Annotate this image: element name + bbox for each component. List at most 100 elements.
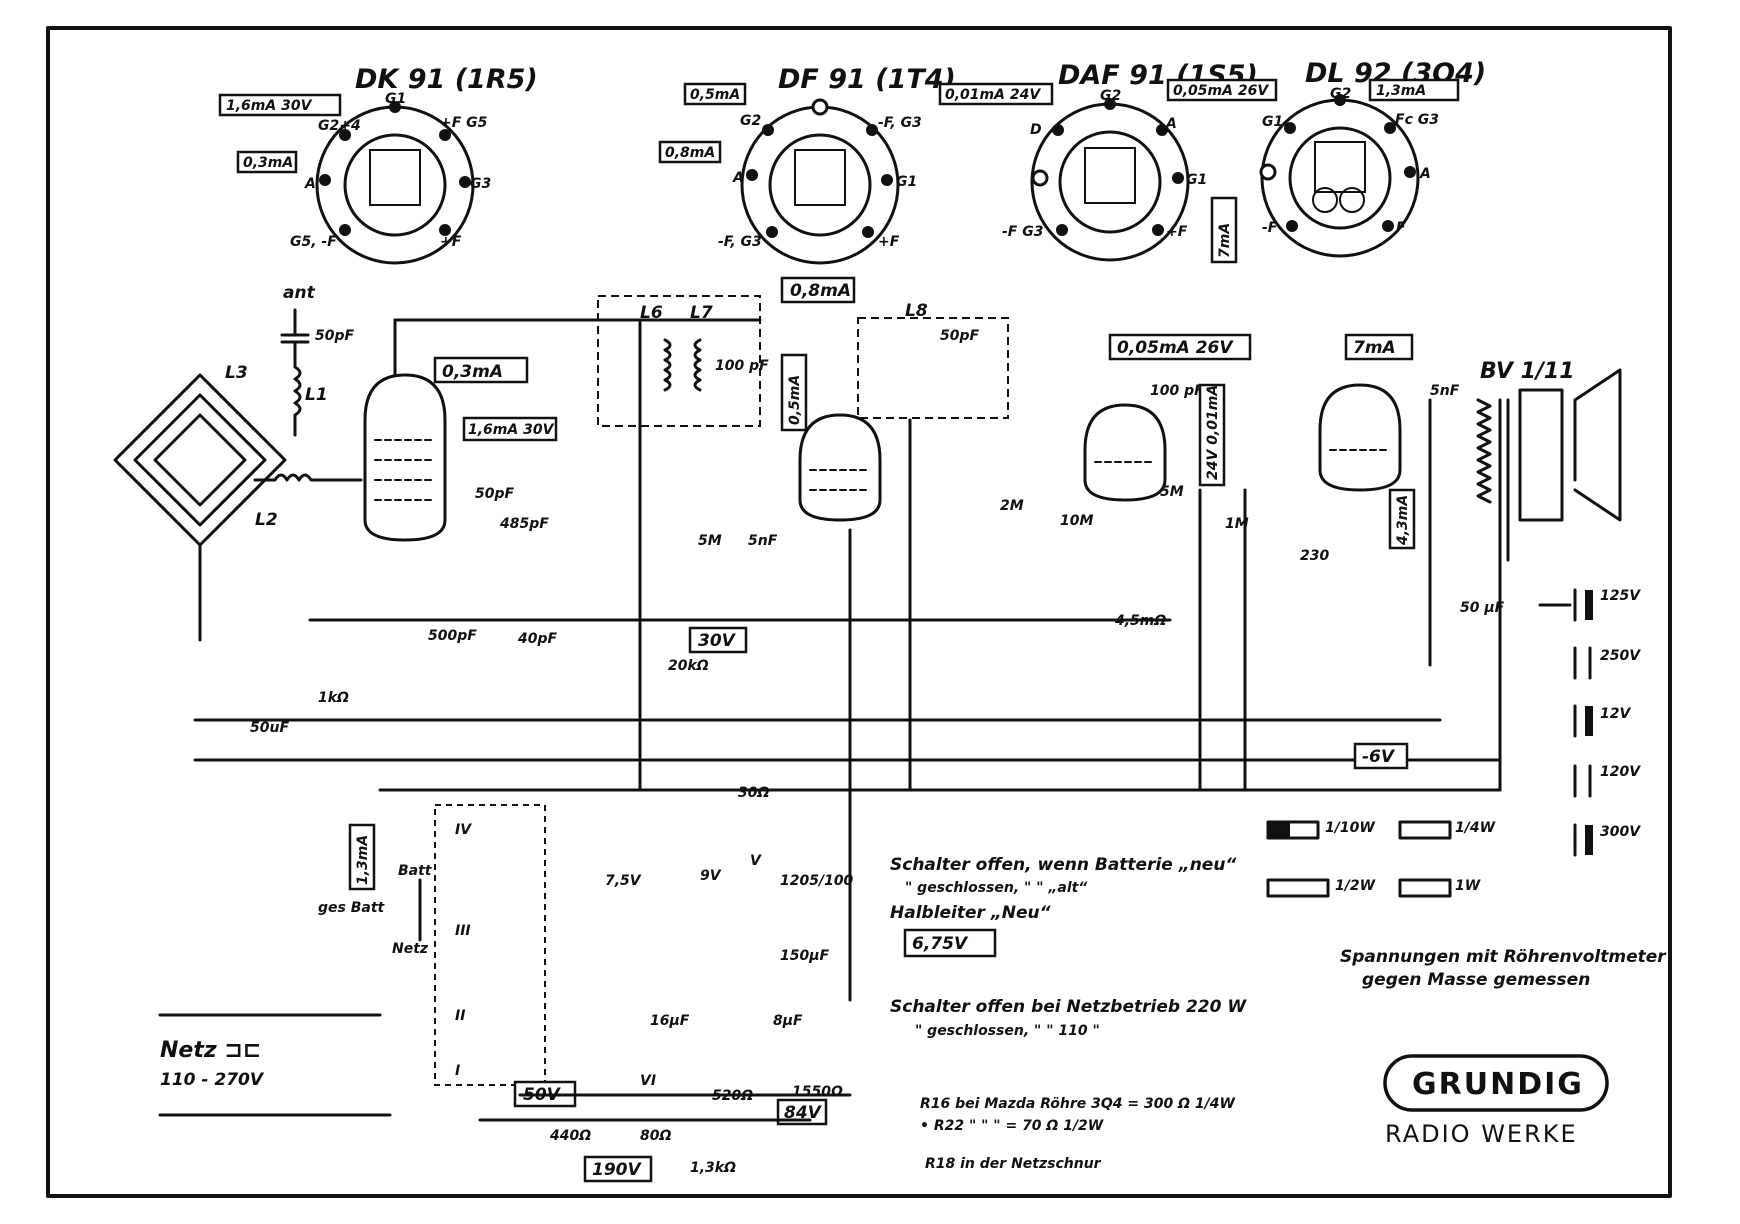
svg-text:+F G5: +F G5 bbox=[440, 115, 488, 131]
svg-text:Batt: Batt bbox=[398, 863, 433, 879]
tube-dl92-circuit bbox=[1318, 383, 1402, 492]
svg-text:300V: 300V bbox=[1600, 824, 1641, 840]
frame-antenna: L3 L2 bbox=[113, 363, 287, 642]
svg-text:1,6mA 30V: 1,6mA 30V bbox=[226, 98, 313, 114]
svg-text:-F: -F bbox=[1262, 220, 1278, 236]
svg-text:1,3kΩ: 1,3kΩ bbox=[690, 1160, 736, 1176]
svg-text:9V: 9V bbox=[700, 868, 722, 884]
svg-text:5M: 5M bbox=[1160, 484, 1184, 500]
svg-text:R16 bei Mazda Röhre 3Q4 = 300: R16 bei Mazda Röhre 3Q4 = 300 Ω 1/4W bbox=[920, 1096, 1235, 1112]
output-transformer-label: BV 1/11 bbox=[1480, 359, 1575, 384]
svg-text:" geschlossen, " " „alt“: " geschlossen, " " „alt“ bbox=[905, 880, 1088, 896]
svg-text:110 - 270V: 110 - 270V bbox=[160, 1070, 265, 1090]
svg-text:2M: 2M bbox=[1000, 498, 1024, 514]
svg-text:• R22 " " " = 70 Ω 1/2W: • R22 " " " = 70 Ω 1/2W bbox=[920, 1118, 1104, 1134]
svg-text:30Ω: 30Ω bbox=[738, 785, 769, 801]
svg-text:485pF: 485pF bbox=[499, 516, 549, 532]
svg-text:A: A bbox=[732, 170, 744, 186]
tube-daf91-circuit bbox=[1083, 403, 1167, 502]
svg-text:50uF: 50uF bbox=[250, 720, 289, 736]
svg-text:80Ω: 80Ω bbox=[640, 1128, 671, 1144]
svg-text:1205/100: 1205/100 bbox=[780, 873, 854, 889]
tube-dk91-circuit bbox=[363, 318, 447, 542]
svg-text:40pF: 40pF bbox=[517, 631, 558, 647]
svg-text:1W: 1W bbox=[1455, 878, 1481, 894]
svg-text:I: I bbox=[455, 1063, 460, 1079]
svg-text:L7: L7 bbox=[690, 303, 713, 323]
svg-text:1/10W: 1/10W bbox=[1325, 820, 1375, 836]
svg-text:50 μF: 50 μF bbox=[1460, 600, 1505, 616]
svg-text:R18 in der Netzschnur: R18 in der Netzschnur bbox=[925, 1156, 1102, 1172]
svg-text:G3: G3 bbox=[470, 176, 491, 192]
svg-text:8μF: 8μF bbox=[773, 1013, 803, 1029]
resistor-legend: 1/10W 1/4W 1/2W 1W bbox=[1266, 820, 1496, 898]
svg-text:250V: 250V bbox=[1600, 648, 1641, 664]
svg-text:190V: 190V bbox=[592, 1160, 642, 1180]
svg-text:6,75V: 6,75V bbox=[912, 934, 969, 954]
svg-text:100 pF: 100 pF bbox=[715, 358, 769, 374]
svg-text:-F, G3: -F, G3 bbox=[718, 234, 762, 250]
svg-text:0,8mA: 0,8mA bbox=[790, 281, 851, 301]
svg-text:1/4W: 1/4W bbox=[1455, 820, 1496, 836]
tube-base-dk91: DK 91 (1R5) G1 G2+4 +F G5 A G3 G5, -F +F… bbox=[218, 64, 538, 265]
svg-text:440Ω: 440Ω bbox=[549, 1128, 591, 1144]
svg-text:24V 0,01mA: 24V 0,01mA bbox=[1205, 385, 1221, 480]
svg-text:IV: IV bbox=[455, 822, 472, 838]
svg-text:5nF: 5nF bbox=[748, 533, 778, 549]
svg-text:+F: +F bbox=[1166, 224, 1188, 240]
svg-text:0,8mA: 0,8mA bbox=[665, 145, 715, 161]
svg-text:1,3mA: 1,3mA bbox=[355, 835, 371, 885]
svg-text:G5, -F: G5, -F bbox=[290, 234, 337, 250]
svg-text:0,5mA: 0,5mA bbox=[787, 375, 803, 425]
svg-text:50pF: 50pF bbox=[475, 486, 515, 502]
svg-text:7,5V: 7,5V bbox=[605, 873, 642, 889]
component-legend: 125V 250V 12V 120V 300V bbox=[1538, 588, 1641, 857]
svg-text:50pF: 50pF bbox=[940, 328, 980, 344]
svg-text:0,3mA: 0,3mA bbox=[243, 155, 293, 171]
svg-text:G1: G1 bbox=[1186, 172, 1207, 188]
svg-text:-F, G3: -F, G3 bbox=[878, 115, 922, 131]
svg-text:+F: +F bbox=[440, 234, 462, 250]
speaker-icon bbox=[1573, 368, 1622, 522]
svg-text:GRUNDIG: GRUNDIG bbox=[1412, 1067, 1584, 1102]
svg-text:D: D bbox=[1030, 122, 1042, 138]
svg-text:Halbleiter „Neu“: Halbleiter „Neu“ bbox=[890, 903, 1052, 923]
svg-text:VI: VI bbox=[640, 1073, 656, 1089]
svg-text:G1: G1 bbox=[1262, 114, 1283, 130]
svg-text:Spannungen mit Röhrenvoltmeter: Spannungen mit Röhrenvoltmeter bbox=[1340, 947, 1667, 967]
svg-text:16μF: 16μF bbox=[650, 1013, 690, 1029]
svg-text:7mA: 7mA bbox=[1217, 223, 1233, 258]
svg-text:L1: L1 bbox=[305, 385, 328, 405]
svg-text:0,01mA 24V: 0,01mA 24V bbox=[945, 87, 1041, 103]
svg-text:84V: 84V bbox=[784, 1103, 823, 1123]
svg-text:A: A bbox=[1165, 116, 1177, 132]
tube-base-dl92: DL 92 (3Q4) G2 G1 Fc G3 A -F F 1,3mA bbox=[1259, 58, 1486, 258]
svg-text:30V: 30V bbox=[698, 631, 737, 651]
svg-text:0,3mA: 0,3mA bbox=[442, 362, 503, 382]
svg-text:50pF: 50pF bbox=[315, 328, 355, 344]
svg-text:Schalter offen bei Netzbetrieb: Schalter offen bei Netzbetrieb 220 W bbox=[890, 997, 1247, 1017]
svg-text:0,05mA 26V: 0,05mA 26V bbox=[1117, 338, 1234, 358]
svg-text:G2: G2 bbox=[1100, 88, 1121, 104]
tube-base-daf91: DAF 91 (1S5) G2 D A G1 -F G3 +F 0,01mA 2… bbox=[938, 60, 1278, 262]
svg-text:ges Batt: ges Batt bbox=[318, 900, 386, 916]
svg-text:1kΩ: 1kΩ bbox=[318, 690, 349, 706]
svg-text:A: A bbox=[1419, 166, 1431, 182]
tube-title-df91: DF 91 (1T4) bbox=[778, 64, 956, 95]
svg-text:L6: L6 bbox=[640, 303, 663, 323]
svg-text:150μF: 150μF bbox=[780, 948, 830, 964]
svg-text:230: 230 bbox=[1300, 548, 1329, 564]
mains-label: Netz ⊐⊏ bbox=[160, 1038, 261, 1063]
svg-text:L3: L3 bbox=[225, 363, 248, 383]
svg-text:G2: G2 bbox=[1330, 86, 1351, 102]
svg-text:100 pF: 100 pF bbox=[1150, 383, 1204, 399]
tube-title-dk91: DK 91 (1R5) bbox=[355, 64, 538, 95]
antenna-label: ant bbox=[283, 283, 316, 303]
svg-text:1,6mA 30V: 1,6mA 30V bbox=[468, 422, 555, 438]
grundig-logo: GRUNDIG RADIO WERKE bbox=[1383, 1054, 1609, 1148]
svg-text:12V: 12V bbox=[1600, 706, 1631, 722]
svg-text:1M: 1M bbox=[1225, 516, 1249, 532]
svg-text:1,3mA: 1,3mA bbox=[1376, 83, 1426, 99]
svg-text:L2: L2 bbox=[255, 510, 278, 530]
svg-text:A: A bbox=[304, 176, 316, 192]
